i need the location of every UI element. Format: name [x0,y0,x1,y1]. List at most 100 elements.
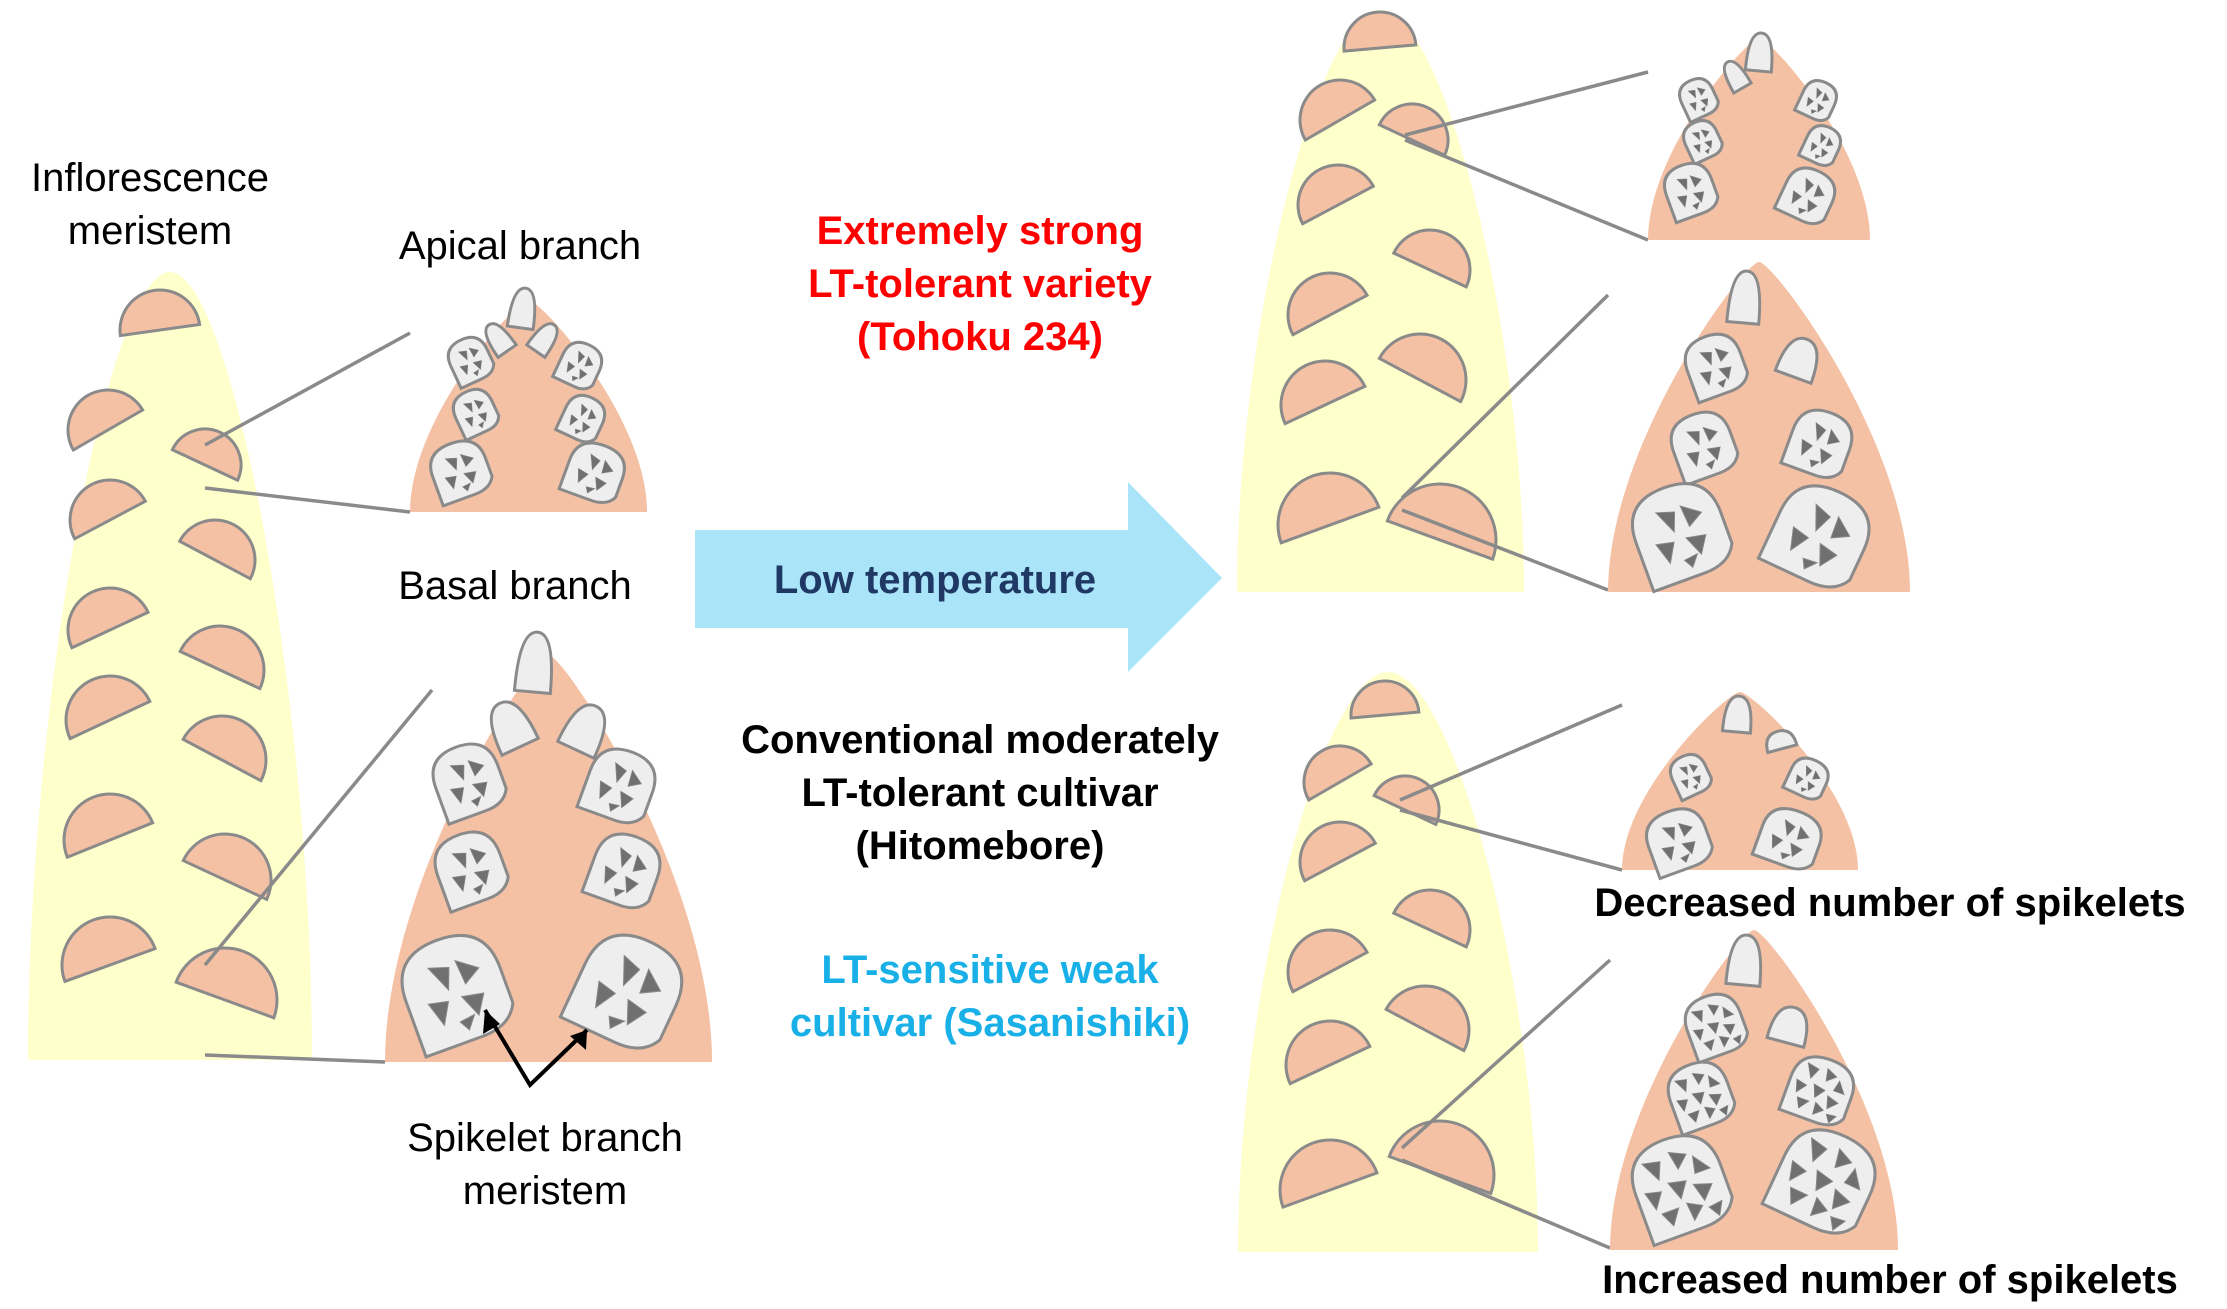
inflorescence-primordium [177,518,257,581]
decreased-spikelet [1752,801,1828,874]
apical-branch-tip [505,286,537,332]
apical-spikelet [553,337,608,394]
weak-primordium [1349,679,1421,720]
inflorescence-primordium [178,624,266,691]
inflorescence-primordium [118,288,202,338]
strong-basal-spikelet [1622,472,1739,591]
increased-tip [1765,1005,1809,1050]
strong-apical-spikelet [1675,74,1722,123]
strong-apical-tip [1743,31,1774,74]
decreased-spikelet [1665,749,1715,800]
inflorescence-primordium [62,792,155,860]
low-temperature-arrow [695,482,1222,672]
strong-variety-label-line-1: Extremely strong [816,209,1144,253]
strong-basal-tip [1725,269,1762,326]
conventional-cultivar-label-line-3: (Hitomebore) [855,823,1105,868]
strong-variety-label: Extremely strong LT-tolerant variety (To… [730,205,1230,363]
weak-primordium [1387,1119,1496,1196]
strong-apical-tip [1722,59,1754,96]
strong-basal-spikelet [1678,327,1751,403]
sensitive-cultivar-label-line-1: LT-sensitive weak [821,948,1159,992]
decreased-spikelet [1640,802,1717,879]
decreased-spikelet [1783,753,1833,803]
strong-apical-connector [1404,138,1649,242]
increased-spikelet [1762,1117,1888,1244]
strong-primordium [1298,78,1377,143]
strong-primordium [1276,471,1381,545]
inflorescence-meristem-label: Inflorescence meristem [0,152,300,258]
inflorescence-primordium [66,388,145,453]
inflorescence-primordium [181,714,268,783]
spikelet-branch-meristem-label-line-2: meristem [462,1168,628,1213]
weak-primordium [1391,888,1472,949]
strong-basal-spikelet [1664,405,1742,486]
sensitive-cultivar-label-line-2: cultivar (Sasanishiki) [789,1000,1191,1045]
diagram-drawing [28,10,1910,1252]
strong-variety-label-line-2: LT-tolerant variety [808,261,1152,306]
apical-branch-label: Apical branch [398,224,642,268]
decreased-spikelets-label: Decreased number of spikelets [1594,881,2186,925]
strong-apical-spikelet [1679,116,1726,165]
inflorescence-primordium [60,915,158,984]
inflorescence-meristem-label-line-2: meristem [67,208,233,253]
decreased-tip [1720,694,1753,735]
decreased-tip [1765,729,1799,755]
strong-primordium [1377,102,1450,158]
strong-primordium [1385,482,1498,562]
basal-branch-tip [512,630,553,696]
basal-branch-label: Basal branch [398,564,632,608]
inflorescence-meristem-label-line-1: Inflorescence [31,156,269,200]
spikelet-branch-meristem-label: Spikelet branch meristem [360,1112,730,1218]
arrowhead [570,1030,587,1050]
strong-primordium [1391,228,1472,289]
strong-variety-label-line-3: (Tohoku 234) [857,314,1103,359]
basal-spikelet [560,921,695,1059]
low-temperature-label: Low temperature [773,558,1097,602]
inflorescence-primordium [66,586,151,650]
strong-basal-connector [1400,293,1610,500]
apical-branch-tip [484,322,519,360]
strong-basal-connector [1401,508,1609,592]
increased-spikelet [1779,1049,1861,1131]
apical-spikelet [448,384,503,441]
strong-basal-tip [1773,336,1819,386]
apical-spikelet [559,436,631,508]
inflorescence-primordium [64,674,152,741]
conventional-cultivar-label-line-1: Conventional moderately [741,718,1219,762]
apical-branch-tip [524,322,559,360]
strong-apical-connector [1404,70,1649,137]
strong-primordium [1296,163,1376,226]
decreased-connector [1399,808,1623,872]
strong-primordium [1279,359,1367,426]
strong-apical-spikelet [1799,121,1846,170]
apical-spikelet [424,434,496,506]
inflorescence-primordium [68,478,148,541]
inflorescence-primordium [170,427,243,483]
conventional-cultivar-label: Conventional moderately LT-tolerant cult… [700,714,1260,872]
conventional-cultivar-label-line-2: LT-tolerant cultivar [801,770,1159,815]
weak-primordium [1286,928,1370,994]
apical-spikelet [443,332,498,389]
increased-spikelet [1661,1055,1739,1136]
basal-branch-connector [204,1053,386,1064]
strong-apical-spikelet [1774,161,1841,229]
increased-spikelet [1621,1125,1738,1246]
strong-apical-spikelet [1659,157,1722,222]
arrowhead [483,1010,500,1034]
basal-spikelet [577,741,663,829]
spikelet-branch-meristem-arrow [483,1008,589,1089]
increased-spikelets-label: Increased number of spikelets [1602,1258,2178,1302]
strong-primordium [1286,271,1370,337]
basal-spikelet [425,736,511,824]
basal-branch-tip [489,700,541,758]
sensitive-cultivar-label: LT-sensitive weak cultivar (Sasanishiki) [740,944,1240,1050]
basal-branch-tip [555,703,607,761]
strong-apical-spikelet [1795,76,1842,125]
basal-spikelet [582,826,668,914]
strong-primordium [1342,10,1418,53]
spikelet-branch-meristem-label-line-1: Spikelet branch [407,1116,683,1160]
weak-primordium [1278,1138,1379,1210]
weak-primordium [1298,820,1378,883]
basal-branch-connector [203,688,434,967]
